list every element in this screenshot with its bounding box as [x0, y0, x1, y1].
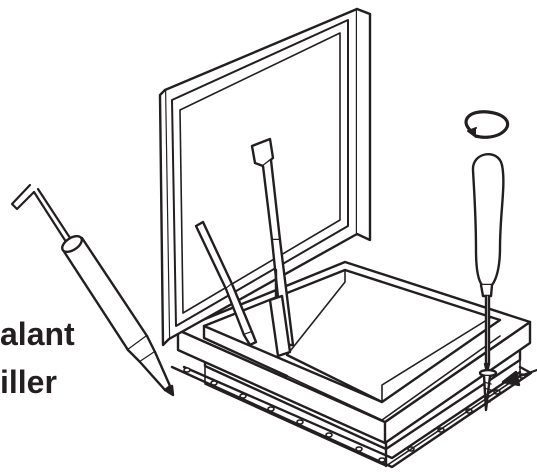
filler-label: iller: [0, 364, 57, 400]
screwdriver: [471, 153, 505, 374]
screw: [478, 368, 498, 412]
sealant-gun: [10, 183, 175, 397]
sealant-label: alant: [0, 316, 75, 352]
gas-strut-short: [194, 220, 258, 347]
gas-strut-long: [250, 137, 295, 347]
rotate-clockwise-icon: [464, 110, 510, 139]
insertion-arrow-icon: [501, 368, 537, 387]
strut-bracket: [268, 294, 292, 358]
